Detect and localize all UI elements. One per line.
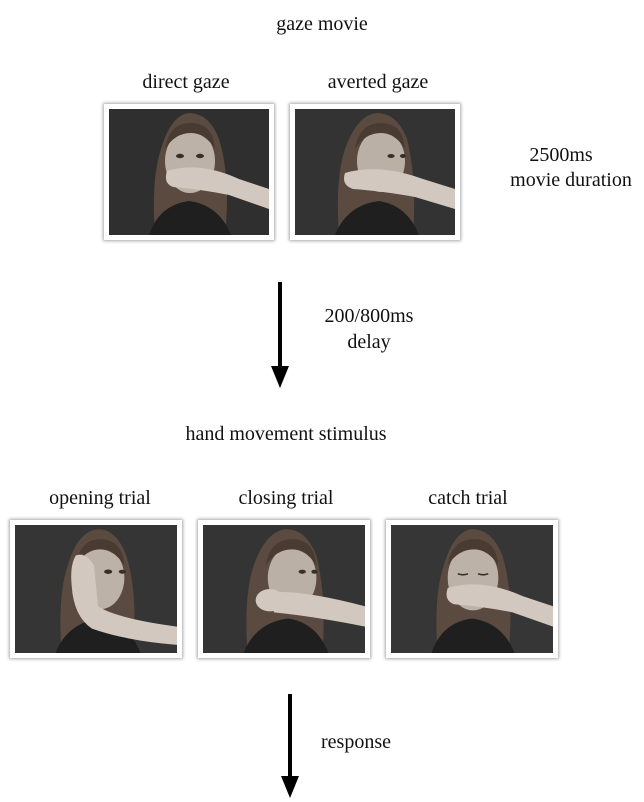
- delay-value: 200/800ms: [324, 305, 414, 327]
- face-photo-catch: [391, 525, 553, 653]
- direct-gaze-label: direct gaze: [142, 71, 230, 93]
- catch-trial-label: catch trial: [428, 487, 508, 509]
- face-photo-opening: [15, 525, 177, 653]
- closing-trial-label: closing trial: [238, 487, 334, 509]
- opening-trial-image: [10, 520, 182, 658]
- delay-label: delay: [347, 331, 391, 353]
- delay-arrow: [271, 282, 289, 388]
- gaze-movie-title: gaze movie: [276, 13, 368, 35]
- direct-gaze-image: [104, 104, 274, 240]
- catch-trial-image: [386, 520, 558, 658]
- averted-gaze-image: [290, 104, 460, 240]
- movie-duration-value: 2500ms: [529, 144, 593, 166]
- face-photo-averted: [295, 109, 455, 235]
- averted-gaze-label: averted gaze: [327, 71, 429, 93]
- hand-movement-title: hand movement stimulus: [185, 423, 387, 445]
- face-photo-closing: [203, 525, 365, 653]
- response-arrow: [281, 694, 299, 798]
- opening-trial-label: opening trial: [49, 487, 151, 509]
- closing-trial-image: [198, 520, 370, 658]
- movie-duration-label: movie duration: [510, 169, 632, 191]
- response-label: response: [321, 731, 391, 753]
- face-photo-direct: [109, 109, 269, 235]
